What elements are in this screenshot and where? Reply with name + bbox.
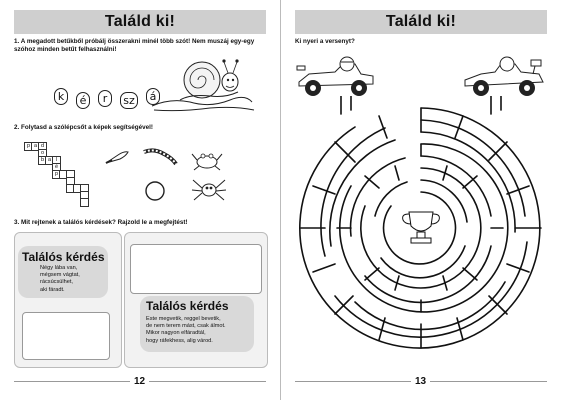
letter-tile-1: k bbox=[54, 88, 68, 105]
task3-instruction: 3. Mit rejtenek a találós kérdések? Rajz… bbox=[14, 219, 188, 226]
riddle1-line: rácsúcsülhet, bbox=[40, 279, 73, 286]
letter-tile-5: á bbox=[146, 88, 160, 105]
riddle2-line: Este megvetik, reggel bevetik, bbox=[146, 316, 221, 322]
riddle2-line: hogy ráfekhess, alig várod. bbox=[146, 337, 213, 344]
riddle1-title: Találós kérdés bbox=[22, 250, 105, 264]
riddle1-line: Négy lába van, bbox=[40, 265, 78, 271]
race-car-right-icon bbox=[464, 56, 544, 96]
page-spine bbox=[280, 0, 281, 400]
maze-question: Ki nyeri a versenyt? bbox=[295, 38, 355, 45]
cw-cell bbox=[80, 198, 89, 207]
snail-illustration bbox=[151, 59, 255, 112]
task2-instruction: 2. Folytasd a szólépcsőt a képek segítsé… bbox=[14, 124, 153, 131]
right-page-number: 13 bbox=[411, 376, 431, 387]
left-page-number: 12 bbox=[130, 376, 150, 387]
riddle1-bubble bbox=[18, 246, 108, 298]
right-page: Találd ki! Ki nyeri a versenyt? bbox=[281, 0, 561, 400]
riddle2-line: de nem terem mást, csak álmot. bbox=[146, 323, 226, 330]
crab-icon bbox=[191, 153, 223, 171]
task1-instruction: 1. A megadott betűkből próbálj összerakn… bbox=[14, 38, 255, 53]
circular-maze bbox=[299, 96, 542, 349]
letter-tile-2: é bbox=[76, 92, 90, 109]
left-page-title: Találd ki! bbox=[104, 13, 176, 30]
riddle2-title: Találós kérdés bbox=[146, 299, 229, 313]
riddle2-bubble bbox=[140, 296, 254, 352]
race-car-left-icon bbox=[296, 56, 374, 96]
scarf-icon bbox=[143, 148, 178, 166]
riddle2-drawing-area[interactable] bbox=[130, 244, 262, 294]
word-ladder: p a d o b a l é p bbox=[24, 142, 94, 212]
letter-tile-4: sz bbox=[120, 92, 138, 109]
left-page: Találd ki! 1. A megadott betűkből próbál… bbox=[0, 0, 280, 400]
riddle1-text: Négy lába van, mégsem vágtat, rácsúcsülh… bbox=[40, 265, 80, 294]
circle-shape-icon bbox=[145, 181, 165, 201]
riddle2-text: Este megvetik, reggel bevetik, de nem te… bbox=[146, 316, 226, 345]
letter-tile-3: r bbox=[98, 90, 112, 107]
left-title-banner: Találd ki! bbox=[14, 10, 266, 34]
knife-icon bbox=[105, 151, 129, 164]
riddle1-line: aki fáradt. bbox=[40, 286, 65, 293]
riddle1-drawing-area[interactable] bbox=[22, 312, 110, 360]
riddle2-line: Mikor nagyon elfáradtál, bbox=[146, 330, 206, 337]
right-title-banner: Találd ki! bbox=[295, 10, 547, 34]
riddle1-line: mégsem vágtat, bbox=[40, 272, 80, 279]
right-page-title: Találd ki! bbox=[385, 13, 457, 30]
spider-icon bbox=[191, 179, 227, 201]
